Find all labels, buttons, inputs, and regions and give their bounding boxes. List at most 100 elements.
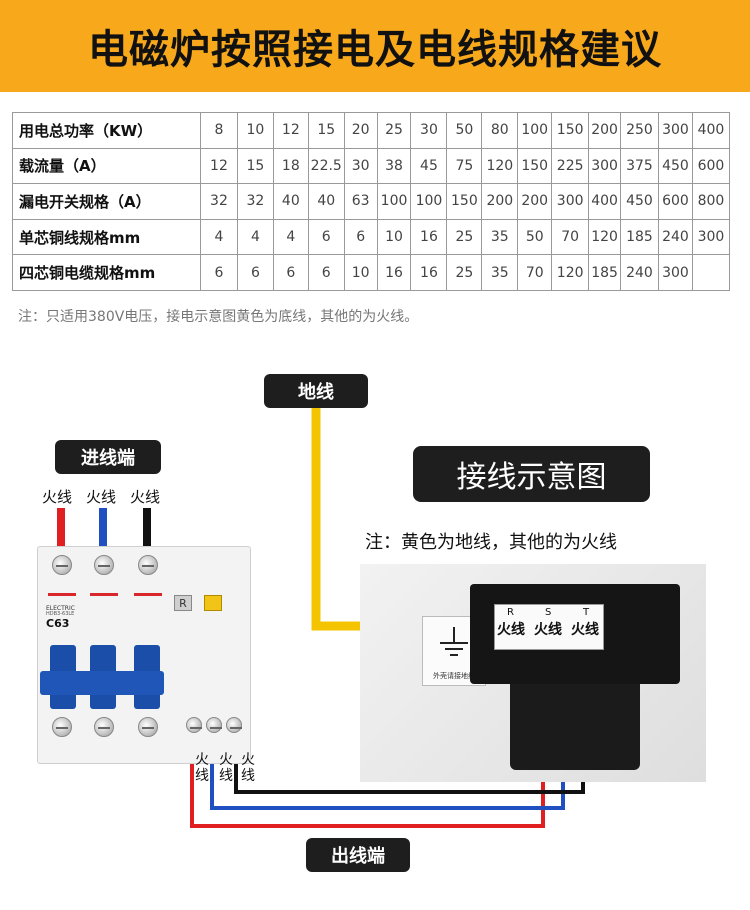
table-cell: 6: [199, 254, 238, 291]
table-cell: 8: [199, 112, 238, 149]
output-wire-blue: [210, 738, 565, 810]
wire-lines: [57, 408, 585, 828]
screw-icon: [94, 717, 114, 737]
table-cell: 150: [446, 183, 483, 220]
table-cell: 100: [376, 183, 412, 220]
red-strip: [90, 593, 118, 596]
table-cell: 12: [199, 147, 238, 185]
table-cell: 16: [410, 254, 448, 291]
table-cell: 400: [588, 183, 621, 220]
table-cell: 400: [691, 112, 731, 149]
table-cell: 100: [410, 183, 448, 220]
wiring-title: 接线示意图: [413, 446, 650, 502]
table-cell: 45: [410, 147, 448, 185]
table-cell: 4: [236, 218, 274, 256]
row-label: 用电总功率（KW）: [12, 112, 201, 149]
breaker-brand: ELECTRIC: [46, 605, 75, 612]
handle-bar: [40, 671, 164, 695]
table-cell: 120: [481, 147, 519, 185]
table-cell: 200: [517, 183, 553, 220]
screw-icon: [52, 555, 72, 575]
table-cell: [691, 254, 731, 291]
table-cell: 25: [446, 218, 483, 256]
wiring-note: 注：黄色为地线，其他的为火线: [365, 532, 617, 553]
table-cell: 20: [343, 112, 378, 149]
table-cell: 4: [272, 218, 309, 256]
table-cell: 22.5: [307, 147, 345, 185]
breaker-rating: C63: [46, 617, 70, 630]
out-phase-label-1: 火线: [195, 752, 209, 784]
table-cell: 75: [446, 147, 483, 185]
ground-wire: [311, 408, 360, 631]
table-cell: 300: [691, 218, 731, 256]
table-cell: 375: [619, 147, 659, 185]
reset-button[interactable]: R: [174, 595, 192, 611]
table-cell: 30: [410, 112, 448, 149]
table-cell: 150: [517, 147, 553, 185]
screw-icon: [52, 717, 72, 737]
table-cell: 300: [657, 254, 693, 291]
table-cell: 800: [691, 183, 731, 220]
phase-label-1: 火线: [42, 488, 73, 506]
table-cell: 600: [691, 147, 731, 185]
terminal-letter-s: S: [545, 607, 552, 618]
phase-label-3: 火线: [130, 488, 161, 506]
out-phase-label-3: 火线: [241, 752, 255, 784]
table-cell: 32: [199, 183, 238, 220]
table-cell: 6: [343, 218, 378, 256]
table-cell: 6: [272, 254, 309, 291]
row-label: 单芯铜线规格mm: [12, 218, 201, 256]
terminal-phase-r: 火线: [497, 622, 525, 638]
terminal-phase-s: 火线: [534, 622, 562, 638]
terminal-phase-t: 火线: [571, 622, 599, 638]
table-cell: 40: [272, 183, 309, 220]
table-cell: 240: [619, 254, 659, 291]
table-cell: 12: [272, 112, 309, 149]
table-cell: 185: [588, 254, 621, 291]
terminal-letter-r: R: [507, 607, 514, 618]
table-cell: 300: [588, 147, 621, 185]
table-cell: 6: [307, 254, 345, 291]
table-cell: 6: [307, 218, 345, 256]
test-button[interactable]: [204, 595, 222, 611]
table-cell: 35: [481, 218, 519, 256]
table-cell: 240: [657, 218, 693, 256]
table-cell: 15: [236, 147, 274, 185]
output-terminal-tag: 出线端: [306, 838, 410, 872]
red-strip: [134, 593, 162, 596]
screw-icon: [186, 717, 202, 733]
table-cell: 100: [517, 112, 553, 149]
table-cell: 185: [619, 218, 659, 256]
output-wire-black: [234, 738, 585, 794]
input-terminal-tag: 进线端: [55, 440, 161, 474]
screw-icon: [94, 555, 114, 575]
table-cell: 225: [551, 147, 590, 185]
table-cell: 16: [410, 218, 448, 256]
table-cell: 300: [551, 183, 590, 220]
footnote: 注：只适用380V电压，接电示意图黄色为底线，其他的为火线。: [18, 309, 419, 325]
phase-label-2: 火线: [86, 488, 117, 506]
table-cell: 200: [481, 183, 519, 220]
table-cell: 15: [307, 112, 345, 149]
table-cell: 250: [619, 112, 659, 149]
table-cell: 600: [657, 183, 693, 220]
red-strip: [48, 593, 76, 596]
table-cell: 120: [551, 254, 590, 291]
table-cell: 300: [657, 112, 693, 149]
wiring-diagram: 地线 进线端 接线示意图 出线端 火线 火线 火线 ELECTRIC HDB3-…: [0, 360, 750, 910]
table-cell: 40: [307, 183, 345, 220]
terminal-letter-t: T: [583, 607, 590, 618]
table-cell: 25: [446, 254, 483, 291]
sticker-text: 外壳请接地线: [433, 672, 475, 680]
title-banner: 电磁炉按照接电及电线规格建议: [0, 0, 750, 92]
table-cell: 6: [236, 254, 274, 291]
table-cell: 10: [236, 112, 274, 149]
breaker-model: HDB3-63LE: [46, 611, 75, 617]
table-cell: 32: [236, 183, 274, 220]
row-label: 漏电开关规格（A）: [12, 183, 201, 220]
